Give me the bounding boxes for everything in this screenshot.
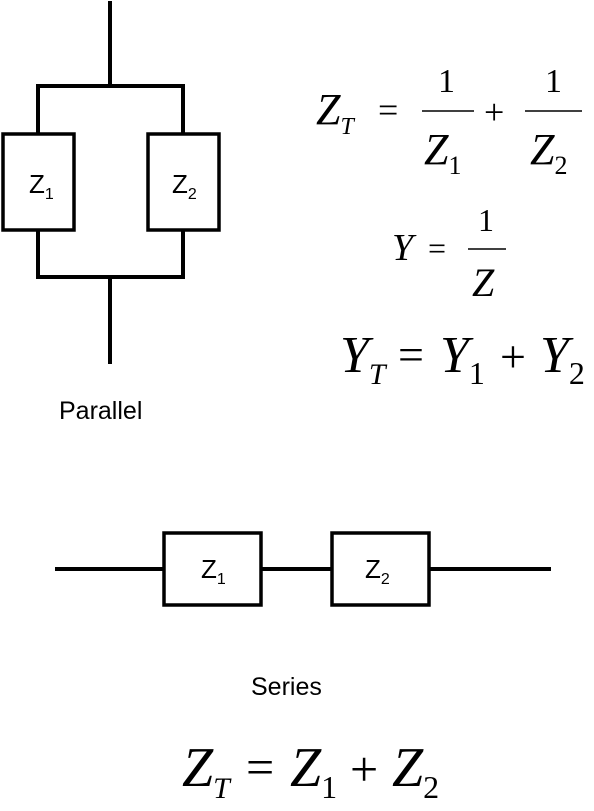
eq2-numerator: 1: [478, 202, 494, 238]
eq3-plus: +: [500, 331, 526, 382]
eq4-term-2: Z2: [392, 737, 439, 805]
eq3-equals: =: [398, 329, 424, 380]
eq1-numerator-2: 1: [545, 63, 562, 100]
series-circuit: Z1 Z2 Series: [55, 531, 551, 701]
eq1-plus: +: [484, 92, 504, 132]
eq1-denominator-2: Z2: [530, 125, 567, 180]
eq2-equals: =: [428, 230, 446, 266]
series-caption: Series: [251, 673, 322, 701]
eq3-term-2: Y2: [540, 327, 585, 391]
eq4-plus: +: [350, 741, 378, 797]
series-z2-label: Z2: [365, 554, 390, 588]
eq2-lhs: Y: [392, 227, 417, 269]
eq1-equals: =: [378, 90, 398, 130]
eq1-numerator-1: 1: [438, 63, 455, 100]
eq2-denominator: Z: [472, 260, 495, 305]
eq3-lhs: YT: [340, 327, 388, 391]
parallel-z1-label: Z1: [29, 169, 54, 203]
series-z1-label: Z1: [201, 554, 226, 588]
equation-admittance: Y = 1 Z: [392, 202, 506, 305]
equation-admittance-total: YT = Y1 + Y2: [340, 327, 585, 391]
series-impedance-z2: [330, 531, 431, 607]
parallel-impedance-z1: [1, 132, 76, 232]
series-impedance-z1: [162, 531, 263, 607]
eq4-lhs: ZT: [182, 737, 232, 805]
equation-parallel-total: ZT = 1 Z1 + 1 Z2: [316, 63, 582, 180]
eq1-denominator-1: Z1: [424, 125, 461, 180]
eq3-term-1: Y1: [440, 327, 485, 391]
parallel-caption: Parallel: [59, 397, 142, 425]
parallel-circuit: Z1 Z2 Parallel: [1, 1, 221, 425]
eq1-lhs: ZT: [316, 85, 355, 140]
equation-series-total: ZT = Z1 + Z2: [182, 737, 439, 805]
eq4-term-1: Z1: [290, 737, 337, 805]
eq4-equals: =: [246, 739, 274, 795]
parallel-impedance-z2: [146, 132, 221, 232]
parallel-z2-label: Z2: [172, 169, 197, 203]
